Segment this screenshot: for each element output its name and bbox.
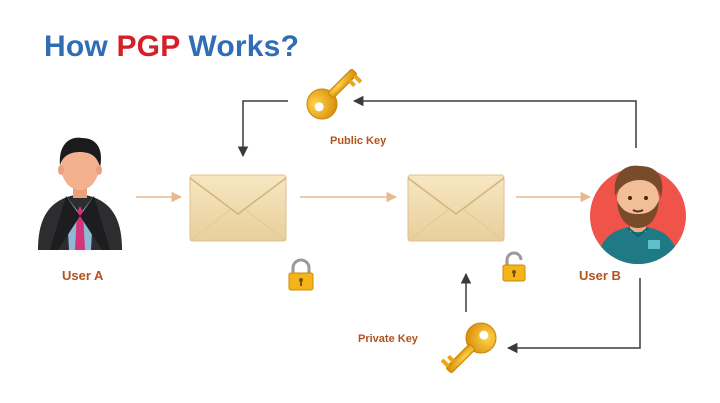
key-icon xyxy=(440,322,497,374)
user-a-label: User A xyxy=(62,268,104,283)
title-highlight: PGP xyxy=(116,30,180,63)
public-key-down-arrow xyxy=(237,100,288,158)
unlock-icon xyxy=(502,251,526,282)
envelope-icon xyxy=(407,174,505,242)
public-key-label: Public Key xyxy=(330,135,387,147)
private-key-label: Private Key xyxy=(358,333,418,345)
envelope-icon xyxy=(189,174,287,242)
private-key-path-arrow xyxy=(506,278,641,354)
public-key-path-arrow xyxy=(352,95,637,148)
key-icon xyxy=(306,68,363,120)
user-b-label: User B xyxy=(579,268,621,283)
lock-icon xyxy=(288,258,314,291)
title-part-2: Works? xyxy=(179,30,300,63)
title-part-1: How xyxy=(44,30,117,63)
businessman-icon xyxy=(38,137,122,250)
page-title: How PGP Works? xyxy=(44,30,299,64)
bearded-man-icon xyxy=(590,165,686,264)
